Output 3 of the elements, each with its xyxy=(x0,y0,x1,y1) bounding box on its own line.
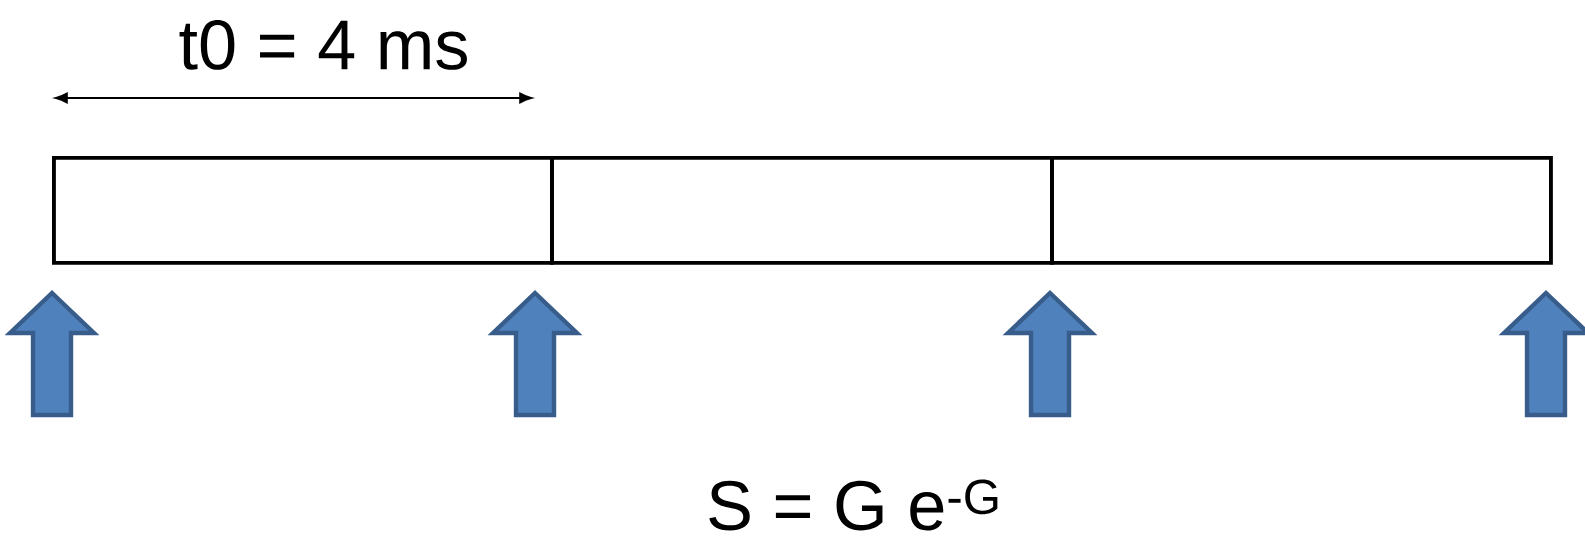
duration-label: t0 = 4 ms xyxy=(179,20,467,70)
segment-box xyxy=(1050,155,1553,265)
formula-label: S = G e$^{-G}$ xyxy=(709,479,998,531)
